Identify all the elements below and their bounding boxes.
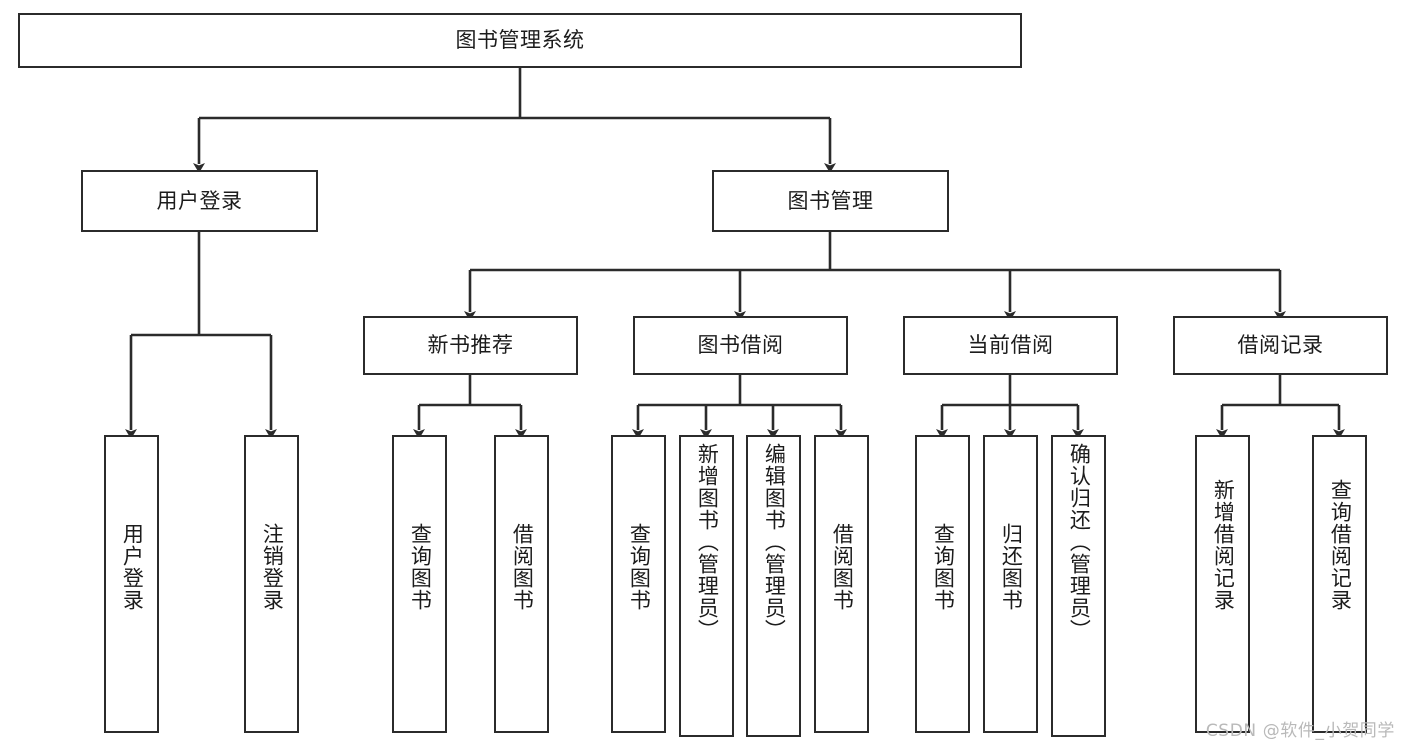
node-leaf-edit-book[interactable]: 编辑图书（管理员） [746, 435, 801, 737]
node-label: 查询图书 [627, 523, 652, 611]
node-book-borrow[interactable]: 图书借阅 [633, 316, 848, 375]
node-new-book-recommend[interactable]: 新书推荐 [363, 316, 578, 375]
node-label: 图书管理系统 [455, 28, 585, 53]
node-label: 注销登录 [260, 523, 285, 611]
node-label: 当前借阅 [967, 333, 1054, 358]
node-leaf-confirm-return[interactable]: 确认归还（管理员） [1051, 435, 1106, 737]
node-label: 图书借阅 [697, 333, 784, 358]
node-label: 借阅图书 [510, 523, 535, 611]
node-leaf-query-book-2[interactable]: 查询图书 [611, 435, 666, 733]
node-leaf-borrow-book-2[interactable]: 借阅图书 [814, 435, 869, 733]
node-label: 用户登录 [156, 188, 243, 213]
node-user-login[interactable]: 用户登录 [81, 170, 318, 232]
node-label: 图书管理 [787, 188, 874, 213]
node-leaf-borrow-book-1[interactable]: 借阅图书 [494, 435, 549, 733]
node-label: 查询图书 [931, 523, 956, 611]
node-label: 编辑图书（管理员） [762, 443, 787, 641]
node-label: 借阅记录 [1237, 333, 1324, 358]
node-leaf-query-book-1[interactable]: 查询图书 [392, 435, 447, 733]
node-leaf-query-book-3[interactable]: 查询图书 [915, 435, 970, 733]
node-leaf-logout-login[interactable]: 注销登录 [244, 435, 299, 733]
node-label: 查询借阅记录 [1328, 479, 1353, 611]
node-leaf-add-record[interactable]: 新增借阅记录 [1195, 435, 1250, 733]
node-label: 新增图书（管理员） [695, 443, 720, 641]
node-book-manage[interactable]: 图书管理 [712, 170, 949, 232]
csdn-watermark: CSDN @软件_小贺同学 [1205, 721, 1395, 741]
node-leaf-query-record[interactable]: 查询借阅记录 [1312, 435, 1367, 733]
node-leaf-user-login[interactable]: 用户登录 [104, 435, 159, 733]
node-leaf-return-book[interactable]: 归还图书 [983, 435, 1038, 733]
node-label: 用户登录 [120, 523, 145, 611]
node-current-borrow[interactable]: 当前借阅 [903, 316, 1118, 375]
node-borrow-record[interactable]: 借阅记录 [1173, 316, 1388, 375]
node-label: 确认归还（管理员） [1067, 443, 1092, 641]
node-label: 查询图书 [408, 523, 433, 611]
node-label: 借阅图书 [830, 523, 855, 611]
node-label: 新书推荐 [427, 333, 514, 358]
node-leaf-add-book[interactable]: 新增图书（管理员） [679, 435, 734, 737]
node-label: 归还图书 [999, 523, 1024, 611]
node-root-system[interactable]: 图书管理系统 [18, 13, 1022, 68]
node-label: 新增借阅记录 [1211, 479, 1236, 611]
